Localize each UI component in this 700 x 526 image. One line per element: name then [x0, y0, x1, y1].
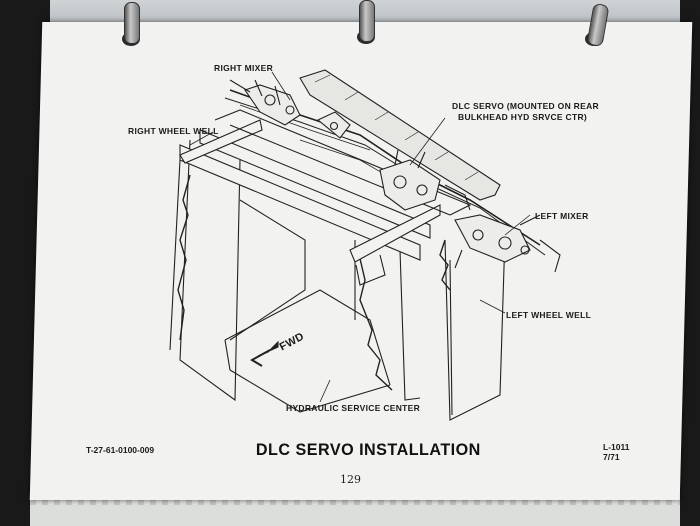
label-hydraulic-service-center: HYDRAULIC SERVICE CENTER — [286, 403, 421, 413]
label-left-wheel-well: LEFT WHEEL WELL — [506, 310, 592, 320]
aircraft-model: L-1011 — [603, 442, 630, 452]
page-number: 129 — [340, 473, 361, 486]
binder-ring-center — [359, 0, 375, 42]
revision-block: L-1011 7/71 — [603, 442, 629, 462]
label-dlc-servo-line2: BULKHEAD HYD SRVCE CTR) — [458, 112, 588, 122]
document-number: T-27-61-0100-009 — [86, 445, 155, 455]
binder-ring-left — [124, 2, 140, 44]
label-right-wheel-well: RIGHT WHEEL WELL — [128, 126, 219, 136]
label-right-mixer: RIGHT MIXER — [214, 63, 274, 73]
revision-date: 7/71 — [603, 452, 620, 462]
label-dlc-servo-line1: DLC SERVO (MOUNTED ON REAR — [452, 101, 599, 111]
label-left-mixer: LEFT MIXER — [535, 211, 589, 221]
page-edge-strip — [30, 499, 680, 505]
page-title: DLC SERVO INSTALLATION — [255, 440, 481, 459]
